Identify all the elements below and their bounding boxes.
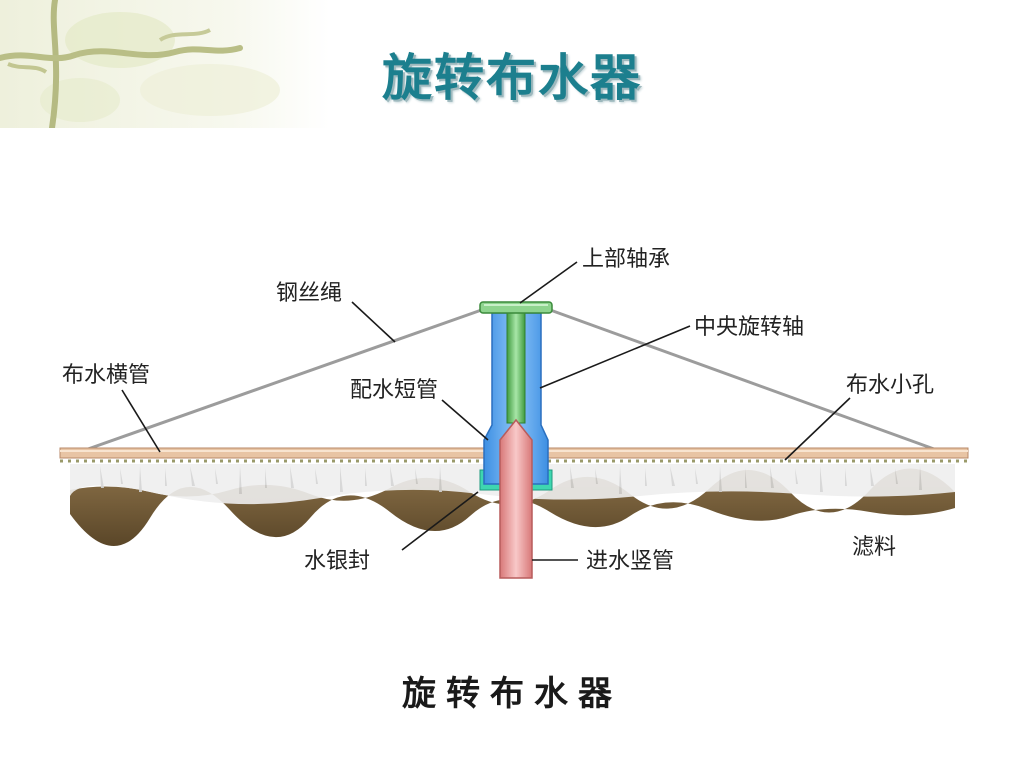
- label-distribution-pipe: 布水横管: [62, 363, 150, 388]
- leader-holes: [784, 397, 851, 461]
- label-mercury-seal: 水银封: [304, 549, 370, 574]
- label-short-pipe: 配水短管: [350, 378, 438, 403]
- label-holes: 布水小孔: [846, 373, 934, 398]
- label-upper-bearing: 上部轴承: [582, 247, 670, 272]
- central-rotating-shaft: [506, 312, 526, 424]
- leader-short-pipe: [441, 399, 489, 441]
- inlet-vertical-pipe: [499, 418, 533, 579]
- leader-steel-rope: [351, 301, 396, 343]
- label-inlet-pipe: 进水竖管: [586, 549, 674, 574]
- label-central-shaft: 中央旋转轴: [694, 315, 804, 340]
- label-steel-rope: 钢丝绳: [276, 281, 342, 306]
- page-title: 旋转布水器: [382, 49, 642, 107]
- leader-distribution-pipe: [121, 389, 161, 453]
- leader-mercury-seal: [401, 491, 479, 551]
- steel-rope: [87, 305, 935, 451]
- corner-vine-decoration: [0, 0, 330, 128]
- leader-upper-bearing: [519, 261, 578, 304]
- upper-bearing: [479, 301, 553, 314]
- leader-central-shaft: [539, 325, 691, 389]
- label-filter-media: 滤料: [852, 535, 896, 560]
- diagram-caption: 旋转布水器: [402, 674, 622, 714]
